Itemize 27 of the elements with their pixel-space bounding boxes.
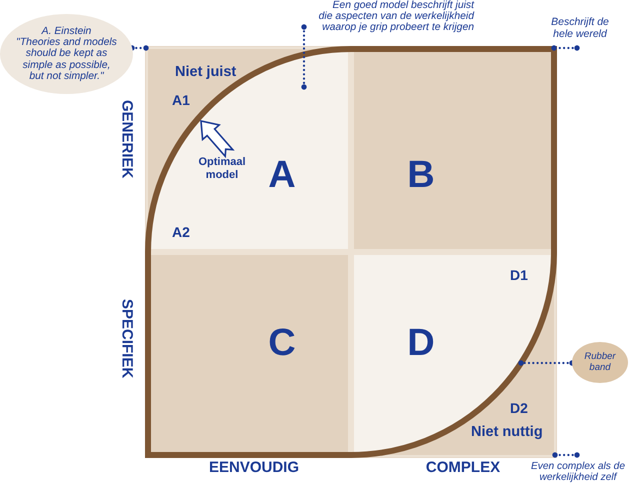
- region-label: Niet juist: [175, 64, 236, 81]
- leader-line: [129, 45, 149, 51]
- point-label: A1: [172, 92, 190, 108]
- callout-text: Even complex als de werkelijkheid zelf: [527, 455, 629, 492]
- pointer-label: Optimaal model: [194, 153, 250, 184]
- leader-line: [552, 452, 580, 458]
- leader-line: [301, 24, 307, 90]
- label-bubble: Rubber band: [572, 342, 628, 383]
- author-name: A. Einstein: [40, 26, 92, 38]
- quadrant-letter: A: [268, 160, 296, 190]
- callout-text: Beschrijft de hele wereld: [547, 15, 613, 48]
- point-label: D2: [510, 400, 528, 416]
- axis-label: SPECIFIEK: [118, 299, 136, 379]
- axis-label: GENERIEK: [118, 100, 136, 178]
- leader-line: [551, 45, 580, 51]
- axis-label: COMPLEX: [426, 459, 500, 477]
- callout-text: Een goed model beschrijft juist die aspecten van de werkelijkheid waarop je grip probeert te krijgen: [304, 0, 478, 36]
- rubber-band-outline: [145, 46, 557, 458]
- quote-text: "Theories and models should be kept as simple as possible, but not simpler.": [15, 37, 118, 82]
- point-label: A2: [172, 224, 190, 240]
- axis-label: EENVOUDIG: [208, 459, 299, 477]
- region-label: Niet nuttig: [471, 424, 543, 441]
- quadrant-letter: C: [268, 328, 296, 358]
- quadrant-letter: D: [407, 328, 435, 358]
- point-label: D1: [510, 267, 528, 284]
- quadrant-letter: B: [407, 160, 435, 190]
- block-arrow: [200, 120, 235, 158]
